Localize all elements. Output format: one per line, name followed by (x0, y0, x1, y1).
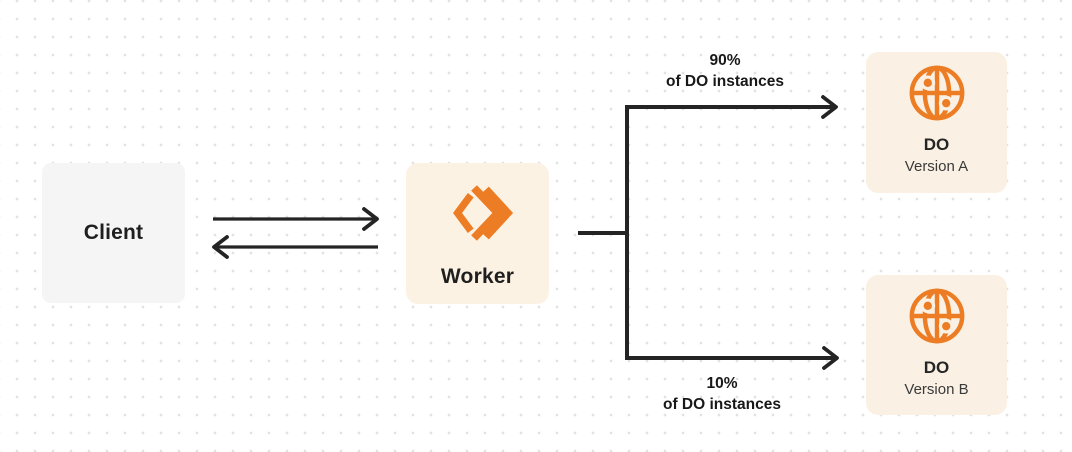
durable-object-globe-icon (906, 62, 968, 124)
node-do-version-a: DO Version A (866, 52, 1007, 193)
do-a-title: DO (923, 135, 950, 154)
client-label: Client (83, 221, 144, 244)
branch-top-caption: of DO instances (666, 73, 784, 90)
durable-object-globe-icon (906, 285, 968, 347)
branch-top-label: 90% of DO instances (620, 50, 830, 92)
cloudflare-workers-icon (445, 180, 513, 246)
do-a-subtitle: Version A (904, 158, 969, 175)
branch-bottom-label: 10% of DO instances (617, 373, 827, 415)
branch-bottom-caption: of DO instances (663, 396, 781, 413)
node-client: Client (42, 163, 185, 303)
do-b-title: DO (923, 358, 950, 377)
worker-label: Worker (440, 265, 515, 288)
branch-bottom-percent: 10% (706, 375, 738, 392)
node-worker: Worker (406, 163, 549, 304)
do-b-subtitle: Version B (904, 381, 969, 398)
branch-top-percent: 90% (709, 52, 741, 69)
node-do-version-b: DO Version B (866, 275, 1007, 415)
